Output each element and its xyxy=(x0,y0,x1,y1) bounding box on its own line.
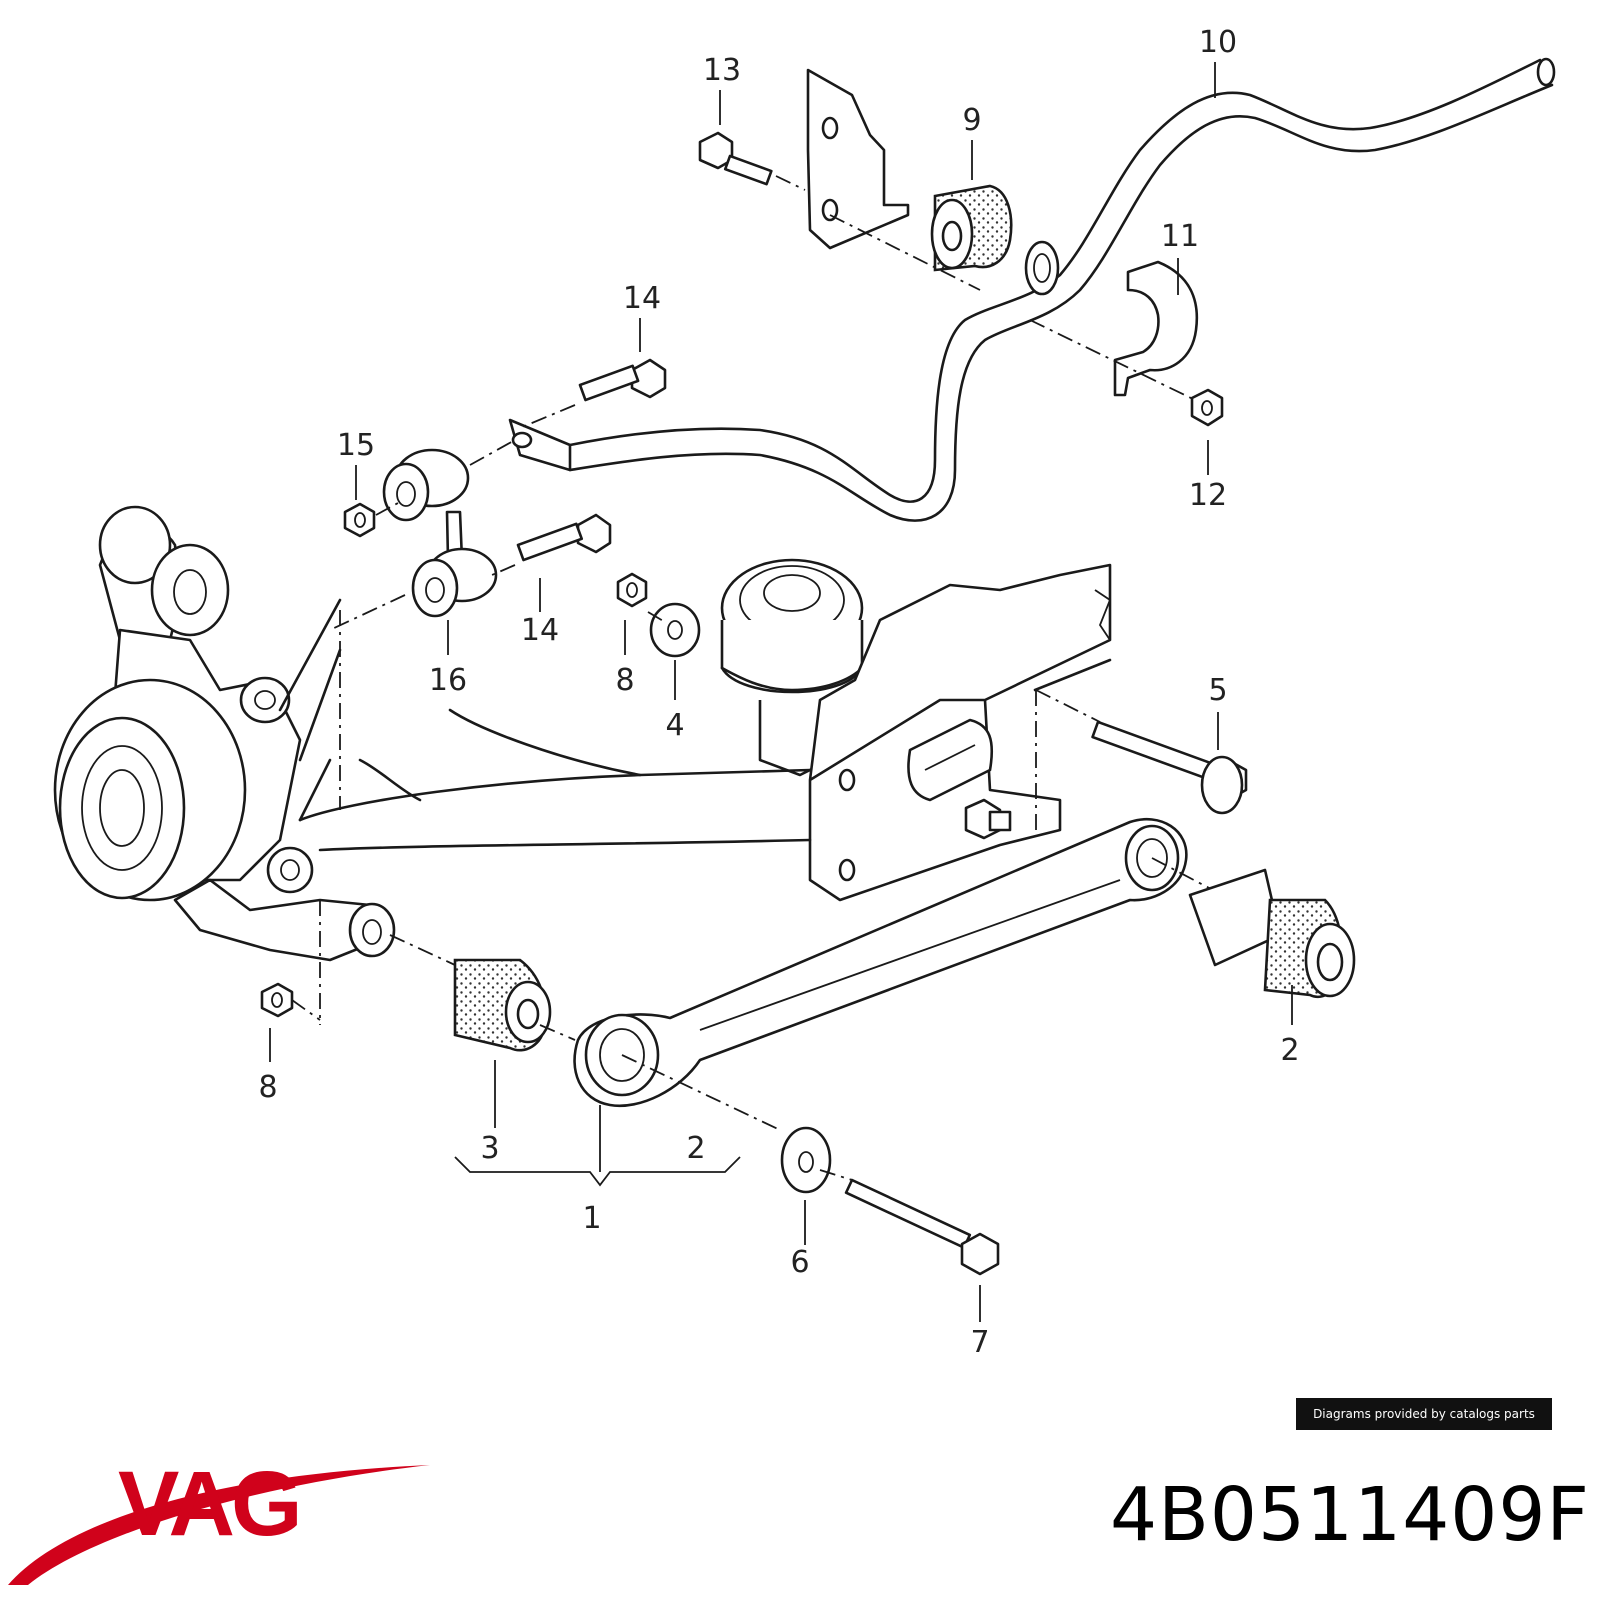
callout-13: 13 xyxy=(703,53,741,88)
bolt-14-upper xyxy=(519,358,667,429)
nut-15 xyxy=(343,502,399,538)
callout-12: 12 xyxy=(1189,478,1227,513)
bushing-2-right xyxy=(1188,868,1356,999)
callout-9: 9 xyxy=(962,103,981,138)
callout-7: 7 xyxy=(970,1325,989,1360)
trailing-arm xyxy=(278,598,812,1025)
callout-14-upper: 14 xyxy=(623,281,661,316)
callout-11: 11 xyxy=(1161,219,1199,254)
stabilizer-bar xyxy=(508,57,1556,522)
callout-1: 1 xyxy=(582,1201,601,1236)
rubber-mount-4 xyxy=(720,558,864,777)
callout-15: 15 xyxy=(337,428,375,463)
stabilizer-mount-bracket xyxy=(806,68,981,291)
washer-4 xyxy=(647,602,701,658)
bolt-13 xyxy=(698,131,806,191)
rubber-bushing-9 xyxy=(930,184,1013,272)
diagram-credit-badge: Diagrams provided by catalogs parts xyxy=(1296,1398,1552,1430)
washer-6 xyxy=(780,1126,832,1194)
callout-10: 10 xyxy=(1199,25,1237,60)
callout-4: 4 xyxy=(665,708,684,743)
callout-8-lower: 8 xyxy=(258,1070,277,1105)
leader-lines xyxy=(269,62,1293,1322)
callout-14-lower: 14 xyxy=(521,613,559,648)
bolt-5 xyxy=(1035,689,1248,830)
wheel-bearing-housing xyxy=(53,505,396,962)
callout-2-right: 2 xyxy=(1280,1033,1299,1068)
part-number: 4B0511409F xyxy=(1110,1472,1590,1558)
coupling-rod xyxy=(329,439,516,631)
axle-subframe xyxy=(808,563,1112,902)
nut-8-upper xyxy=(616,572,648,608)
callout-8-upper: 8 xyxy=(615,663,634,698)
callout-5: 5 xyxy=(1208,673,1227,708)
clamp-11 xyxy=(1029,260,1199,401)
callout-16: 16 xyxy=(429,663,467,698)
lower-control-arm xyxy=(573,817,1271,1131)
bushing-3 xyxy=(389,934,576,1052)
logo-wordmark: VAG xyxy=(118,1453,299,1555)
stud-nut xyxy=(964,798,1012,840)
callout-2-left: 2 xyxy=(686,1131,705,1166)
bolt-7 xyxy=(819,1169,1000,1276)
callout-labels: 1 2 2 3 4 5 6 7 8 8 9 10 11 12 13 14 14 … xyxy=(258,25,1299,1360)
vag-logo: VAG xyxy=(8,1453,430,1585)
callout-6: 6 xyxy=(790,1245,809,1280)
nut-8-lower xyxy=(260,982,321,1021)
bolt-14-lower xyxy=(491,513,612,576)
callout-3: 3 xyxy=(480,1131,499,1166)
nut-12 xyxy=(1190,388,1224,427)
